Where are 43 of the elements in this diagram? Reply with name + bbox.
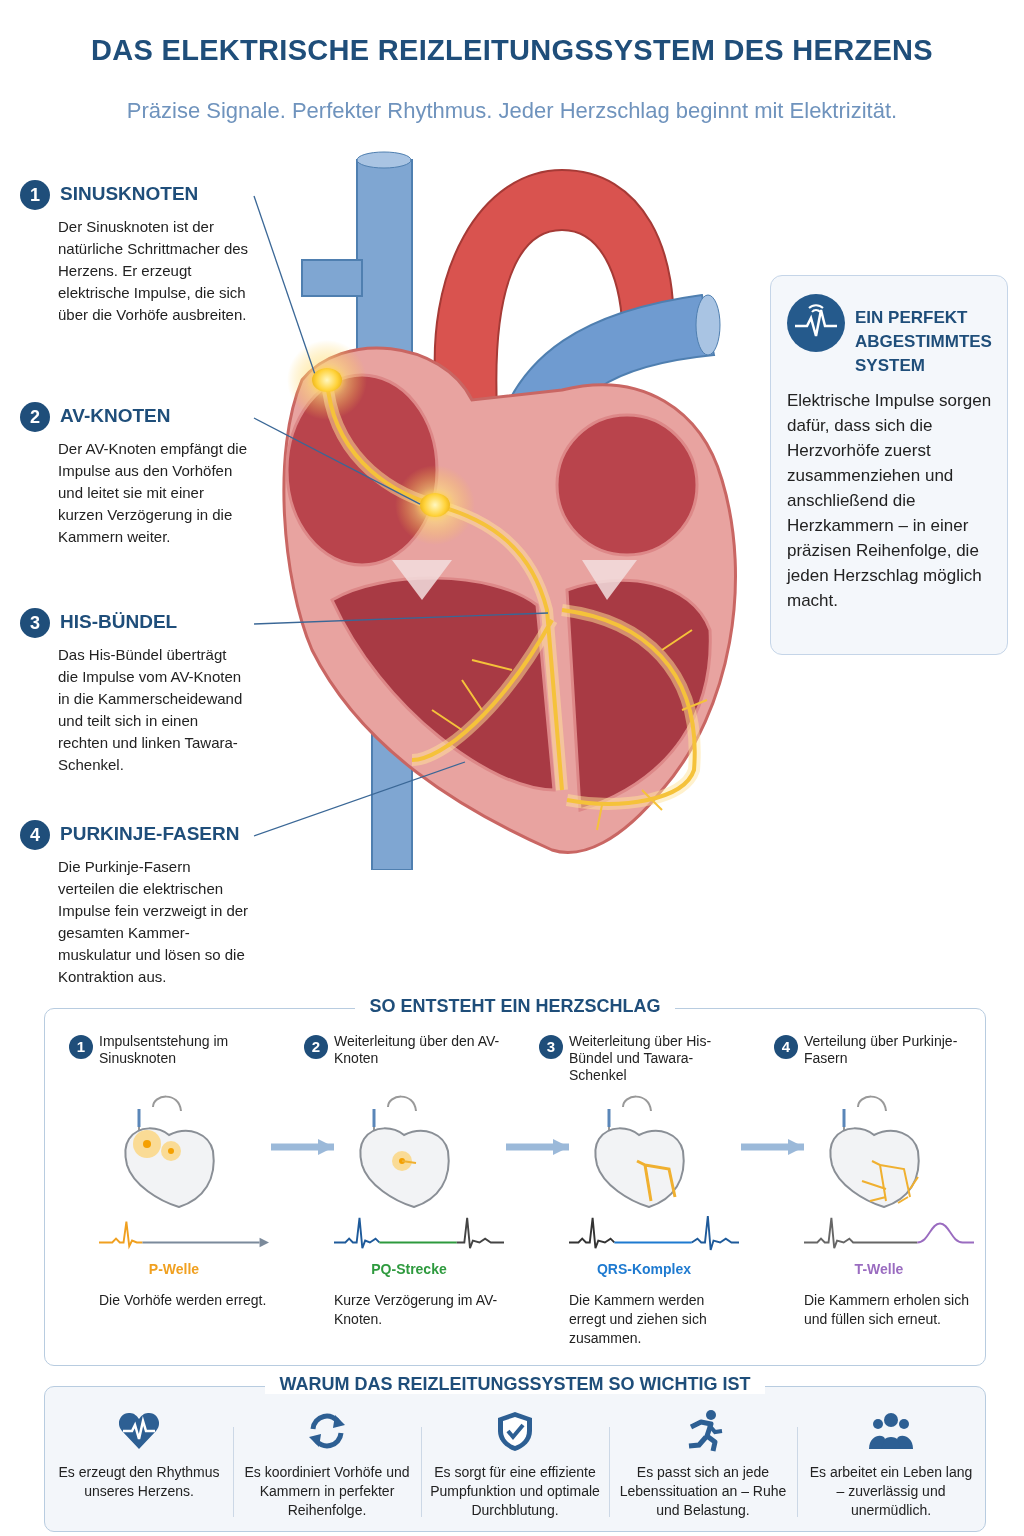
callout-heading: PURKINJE-FASERN (60, 823, 240, 845)
step-description: Die Kammern werden erregt und ziehen sich zusammen. (569, 1291, 708, 1348)
step-number: 1 (69, 1035, 93, 1059)
callout-text: Der AV-Knoten empfängt die Impulse aus den Vorhöfen und leitet sie mit einer kurzen Verzögerung in die Kammern weiter. (58, 439, 248, 547)
callout-number: 2 (20, 402, 50, 432)
callout-heading: HIS-BÜNDEL (60, 611, 178, 633)
step-heading: Impulsentstehung im Sinusknoten (99, 1033, 230, 1067)
callout-number: 4 (20, 820, 50, 850)
step-number: 4 (774, 1035, 798, 1059)
leader-line (253, 612, 549, 625)
wave-label: P-Welle (147, 1261, 201, 1277)
wave-label: QRS-Komplex (595, 1261, 693, 1277)
step-heading: Weiterleitung über His-Bündel und Tawara-Schenkel (569, 1033, 713, 1084)
info-card (770, 275, 1008, 655)
callout-heading: AV-KNOTEN (60, 405, 171, 427)
benefit-text: Es passt sich an jede Lebenssituation an – Ruhe und Belastung. (618, 1463, 788, 1520)
benefit-text: Es sorgt für eine effiziente Pumpfunktion und optimale Durchblutung. (429, 1463, 601, 1520)
card-heading: EIN PERFEKT ABGESTIMMTES SYSTEM (855, 307, 993, 377)
callout-text: Die Purkinje-Fasern verteilen die elektrischen Impulse fein verzweigt in der gesamten Kammer-muskulatur und lösen so die Kontraktion aus. (58, 857, 250, 987)
step-heading: Weiterleitung über den AV-Knoten (334, 1033, 501, 1067)
section-heading: WARUM DAS REIZLEITUNGSSYSTEM SO WICHTIG IST (265, 1374, 765, 1394)
wave-label: T-Welle (853, 1261, 905, 1277)
leader-line (253, 761, 466, 837)
callout-text: Das His-Bündel überträgt die Impulse vom AV-Knoten in die Kammerscheidewand und teilt sich in einen rechten und linken Tawara-Schenkel. (58, 645, 244, 775)
callout-heading: SINUSKNOTEN (60, 183, 199, 205)
step-number: 3 (539, 1035, 563, 1059)
leader-line (253, 417, 421, 505)
callout-number: 1 (20, 180, 50, 210)
subtitle: Präzise Signale. Perfekter Rhythmus. Jeder Herzschlag beginnt mit Elektrizität. (125, 98, 899, 124)
benefit-text: Es erzeugt den Rhythmus unseres Herzens. (57, 1463, 221, 1501)
title: DAS ELEKTRISCHE REIZLEITUNGSSYSTEM DES HERZENS (90, 34, 934, 67)
step-description: Kurze Verzögerung im AV-Knoten. (334, 1291, 499, 1329)
card-text: Elektrische Impulse sorgen dafür, dass sich die Herzvorhöfe zuerst zusammenziehen und anschließend die Herzkammern – in einer präzisen Reihenfolge, die jeden Herzschlag möglich macht. (787, 390, 993, 612)
step-description: Die Kammern erholen sich und füllen sich erneut. (804, 1291, 970, 1329)
leader-line (253, 195, 316, 374)
callout-text: Der Sinusknoten ist der natürliche Schrittmacher des Herzens. Er erzeugt elektrische Impulse, die sich über die Vorhöfe ausbreiten. (58, 217, 250, 325)
benefit-text: Es arbeitet ein Leben lang – zuverlässig und unermüdlich. (808, 1463, 974, 1520)
callout-number: 3 (20, 608, 50, 638)
step-description: Die Vorhöfe werden erregt. (99, 1291, 268, 1310)
step-heading: Verteilung über Purkinje-Fasern (804, 1033, 959, 1067)
wave-label: PQ-Strecke (370, 1261, 448, 1277)
benefit-text: Es koordiniert Vorhöfe und Kammern in perfekter Reihenfolge. (243, 1463, 411, 1520)
step-number: 2 (304, 1035, 328, 1059)
